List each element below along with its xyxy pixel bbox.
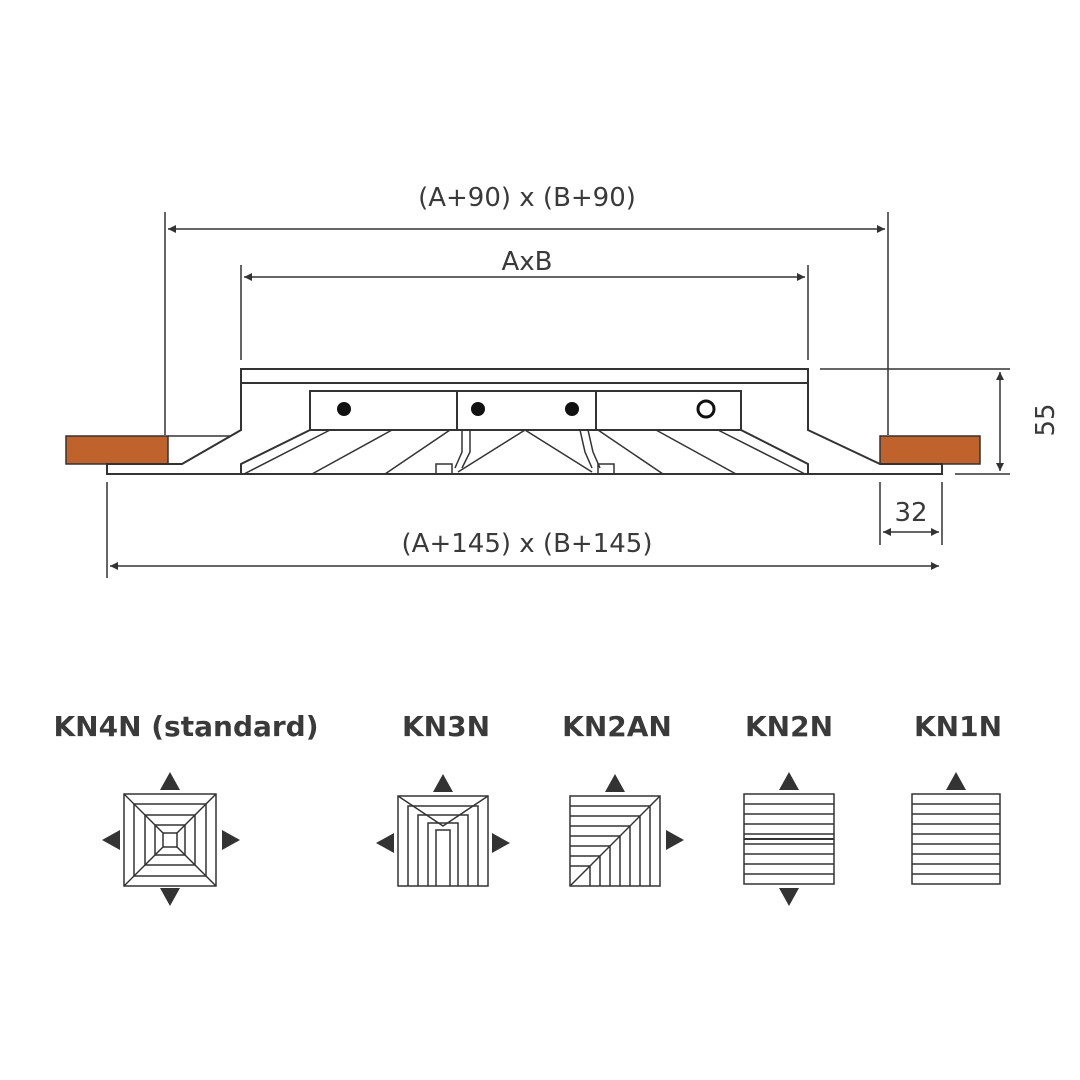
type-label-kn3n: KN3N (402, 710, 490, 743)
four-way-diffuser-icon (102, 772, 240, 906)
three-way-diffuser-icon (376, 774, 510, 887)
two-way-opposite-diffuser-icon (743, 772, 835, 906)
dimension-height: 55 (820, 368, 1061, 475)
inner-dimension-label: AxB (501, 247, 552, 277)
outer-top-dimension-label: (A+90) x (B+90) (418, 183, 636, 213)
dimension-flange: 32 (879, 482, 943, 545)
dimension-outer-top: (A+90) x (B+90) (164, 183, 889, 435)
one-way-diffuser-icon (911, 772, 1001, 885)
two-way-corner-diffuser-icon (569, 774, 684, 887)
height-dimension-label: 55 (1031, 403, 1061, 436)
type-label-kn1n: KN1N (914, 710, 1002, 743)
ceiling-tile-right (879, 435, 981, 465)
type-label-kn2an: KN2AN (562, 710, 672, 743)
ceiling-tile-left (65, 435, 169, 465)
flange-dimension-label: 32 (894, 498, 927, 528)
dimension-inner: AxB (240, 247, 809, 360)
diffuser-cross-section (65, 368, 981, 475)
outer-bottom-dimension-label: (A+145) x (B+145) (402, 529, 653, 559)
type-label-kn2n: KN2N (745, 710, 833, 743)
dimension-outer-bottom: (A+145) x (B+145) (106, 482, 939, 578)
type-label-kn4n: KN4N (standard) (53, 710, 318, 743)
